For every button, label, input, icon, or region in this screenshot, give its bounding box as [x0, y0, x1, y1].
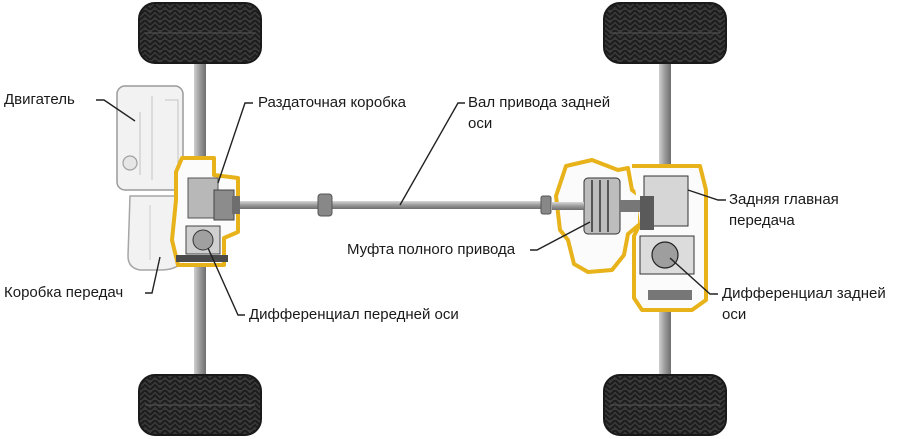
leader-gearbox: [145, 256, 161, 294]
tire-icon: [603, 2, 727, 64]
leader-rear-final-drive: [687, 189, 726, 201]
leader-engine: [96, 99, 136, 122]
label-awd-clutch: Муфта полного привода: [347, 241, 516, 258]
label-gearbox: Коробка передач: [4, 284, 124, 301]
label-rear-diff-1: Дифференциал задней: [722, 285, 886, 302]
tire-icon: [603, 374, 727, 436]
tire-icon: [138, 2, 262, 64]
leader-lines: [96, 99, 726, 316]
rear-differential: [639, 235, 695, 300]
leader-awd-clutch: [530, 221, 591, 251]
awd-clutch: [552, 177, 644, 235]
label-rear-shaft-1: Вал привода задней: [468, 94, 611, 111]
front-differential: [176, 225, 228, 262]
label-rear-final-drive-2: передача: [729, 212, 795, 229]
engine-block: [116, 85, 184, 191]
rear-final-drive: [640, 175, 689, 230]
label-rear-diff-2: оси: [722, 306, 747, 323]
label-engine: Двигатель: [4, 91, 75, 108]
leader-rear-shaft: [399, 102, 465, 206]
prop-shaft: [240, 193, 552, 217]
label-rear-final-drive-1: Задняя главная: [729, 191, 839, 208]
tire-icon: [138, 374, 262, 436]
label-front-diff: Дифференциал передней оси: [249, 306, 459, 323]
leader-rear-diff: [669, 257, 718, 295]
label-rear-shaft-2: оси: [468, 115, 493, 132]
leader-transfer-case: [217, 102, 253, 184]
label-transfer-case: Раздаточная коробка: [258, 94, 407, 111]
leader-front-diff: [207, 247, 245, 316]
